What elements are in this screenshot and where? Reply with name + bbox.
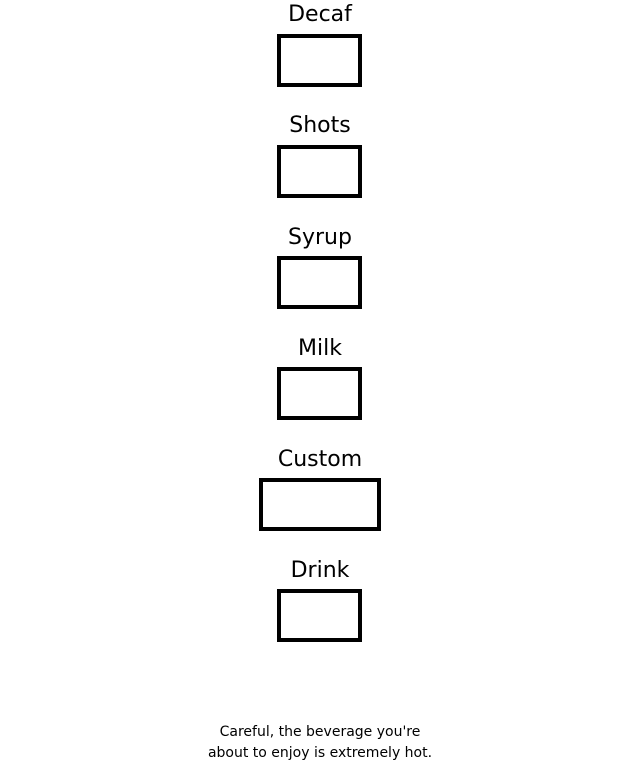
field-label-decaf: Decaf: [288, 2, 352, 27]
checkbox-shots[interactable]: [277, 145, 362, 198]
field-label-custom: Custom: [277, 447, 363, 472]
hot-beverage-warning: Careful, the beverage you're about to en…: [0, 722, 640, 764]
checkbox-drink[interactable]: [277, 589, 362, 642]
warning-line-1: Careful, the beverage you're: [219, 724, 421, 740]
field-label-syrup: Syrup: [288, 225, 352, 250]
checkbox-milk[interactable]: [277, 367, 362, 420]
checkbox-syrup[interactable]: [277, 256, 362, 309]
field-label-shots: Shots: [289, 113, 351, 138]
field-label-drink: Drink: [290, 558, 350, 583]
checkbox-custom[interactable]: [259, 478, 381, 531]
warning-line-2: about to enjoy is extremely hot.: [207, 745, 433, 761]
field-label-milk: Milk: [298, 336, 342, 361]
checkbox-decaf[interactable]: [277, 34, 362, 87]
